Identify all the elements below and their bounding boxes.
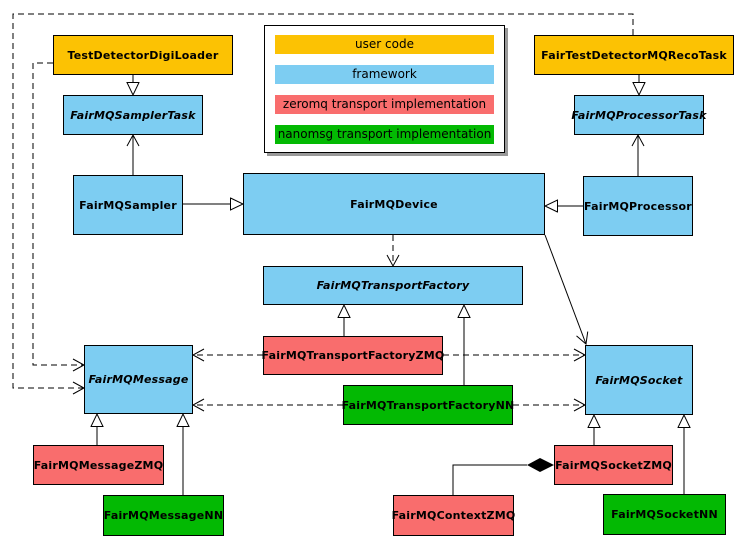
class-box-fairmqsamplertask: FairMQSamplerTask [63,95,203,135]
class-box-fairmqsocketzmq: FairMQSocketZMQ [554,445,673,485]
class-box-fairmqsocket: FairMQSocket [585,345,693,415]
class-box-fairtestdetectormqrecotask: FairTestDetectorMQRecoTask [534,35,734,75]
association-device-socket [544,234,589,345]
class-box-fairmqmessage: FairMQMessage [84,345,193,414]
class-box-fairmqtransportfactorynn: FairMQTransportFactoryNN [342,385,514,425]
class-box-testdetectordigiloader: TestDetectorDigiLoader [53,35,233,75]
class-box-fairmqmessagezmq: FairMQMessageZMQ [33,445,164,485]
class-box-fairmqprocessortask: FairMQProcessorTask [571,95,706,135]
class-box-fairmqsampler: FairMQSampler [73,175,183,235]
class-box-fairmqmessagenn: FairMQMessageNN [103,495,224,536]
legend: user code framework zeromq transport imp… [264,25,505,153]
composition-contextzmq-socketzmq [452,464,527,495]
class-box-fairmqtransportfactory: FairMQTransportFactory [263,266,523,305]
legend-item-user-code: user code [275,34,494,54]
class-box-fairmqsocketnn: FairMQSocketNN [603,494,726,535]
composition-diamond-icon [527,458,554,472]
legend-item-zeromq: zeromq transport implementation [275,94,494,114]
class-box-fairmqdevice: FairMQDevice [243,173,545,235]
class-box-fairmqtransportfactoryzmq: FairMQTransportFactoryZMQ [262,336,444,375]
legend-item-framework: framework [275,64,494,84]
class-box-fairmqcontextzmq: FairMQContextZMQ [392,495,515,536]
legend-item-nanomsg: nanomsg transport implementation [275,124,494,144]
class-box-fairmqprocessor: FairMQProcessor [583,176,693,236]
